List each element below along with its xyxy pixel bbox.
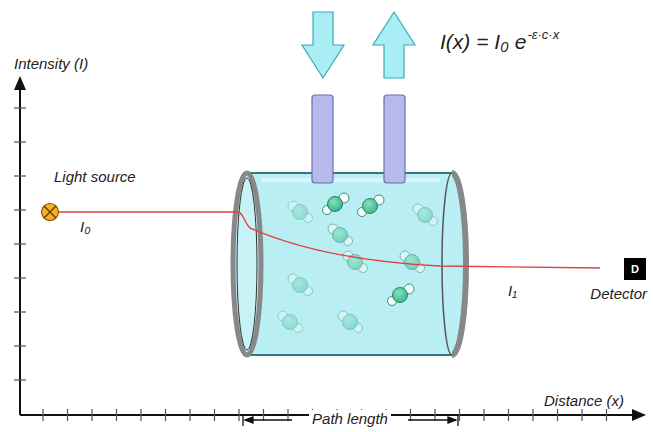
inflow-arrow <box>302 12 344 78</box>
axis-label: Intensity (I) <box>14 55 88 72</box>
ticks <box>14 108 607 421</box>
formula: -ε·c·x <box>527 27 559 42</box>
axis-label: Distance (x) <box>544 392 624 409</box>
y-arrowhead <box>14 76 26 90</box>
axis-label: I₀ <box>80 218 91 235</box>
detector-box: D <box>624 258 646 280</box>
molecules <box>278 193 438 333</box>
inlet-tube <box>312 95 333 183</box>
light-source-symbol <box>42 204 59 221</box>
axis-label: Path length <box>309 410 391 427</box>
axes <box>20 86 636 415</box>
axis-label: I₁ <box>508 282 517 299</box>
detector: D Detector <box>566 258 650 308</box>
cuvette <box>233 173 466 355</box>
formula: I(x) = I₀ e <box>440 30 526 54</box>
right-window <box>442 173 466 355</box>
detector-label: Detector <box>590 285 647 302</box>
left-window <box>233 173 261 355</box>
outflow-arrow <box>373 12 415 78</box>
axis-label: Light source <box>54 168 136 185</box>
x-arrowhead <box>632 409 646 421</box>
outlet-tube <box>384 95 405 183</box>
light-beam <box>58 212 600 268</box>
